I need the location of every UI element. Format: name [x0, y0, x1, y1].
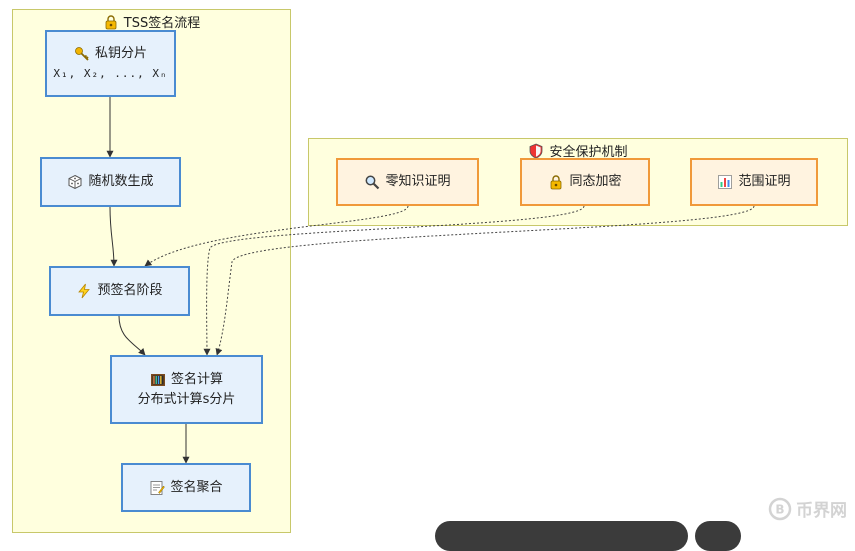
zk-label: 零知识证明 — [385, 174, 451, 189]
edge-range-compute — [215, 205, 755, 356]
lightning-icon — [78, 283, 91, 299]
magnifier-icon — [366, 175, 380, 190]
key-icon — [75, 46, 89, 61]
node-signature-aggregate[interactable]: 签名聚合 — [121, 463, 251, 512]
edge-zk-presign — [144, 205, 409, 267]
bar-chart-icon — [718, 175, 733, 189]
node-range-proof[interactable]: 范围证明 — [690, 158, 818, 206]
watermark: B 币界网 — [768, 496, 847, 521]
cluster-title-security: 安全保护机制 — [549, 145, 628, 160]
shield-icon — [530, 143, 543, 158]
dice-icon — [68, 174, 82, 190]
node-homomorphic-encryption[interactable]: 同态加密 — [520, 158, 650, 206]
aggregate-label: 签名聚合 — [170, 479, 223, 495]
presign-label: 预签名阶段 — [97, 283, 163, 298]
bottom-round-button[interactable] — [695, 521, 741, 551]
memo-icon — [151, 480, 166, 495]
svg-text:B: B — [775, 502, 784, 516]
compute-label: 签名计算 — [170, 371, 223, 387]
node-signature-compute[interactable]: 签名计算 分布式计算s分片 — [110, 355, 263, 424]
edge-presign-compute — [118, 315, 146, 356]
random-label: 随机数生成 — [88, 174, 154, 189]
node-presign-phase[interactable]: 预签名阶段 — [49, 266, 190, 316]
node-random-generation[interactable]: 随机数生成 — [40, 157, 181, 207]
diagram-edges — [106, 97, 755, 464]
edge-homomorphic-compute — [203, 205, 585, 356]
edge-random-presign — [109, 206, 118, 267]
node-private-key-shares[interactable]: 私钥分片 X₁, X₂, ..., Xₙ — [45, 30, 176, 97]
bottom-bar[interactable] — [435, 521, 688, 551]
lock-key-icon — [105, 14, 117, 29]
range-label: 范围证明 — [738, 174, 791, 189]
abacus-icon — [150, 373, 165, 386]
lock-icon — [551, 175, 562, 190]
homomorphic-label: 同态加密 — [569, 174, 622, 189]
private-key-label: 私钥分片 — [94, 45, 147, 61]
compute-sub: 分布式计算s分片 — [137, 391, 236, 407]
private-key-sub: X₁, X₂, ..., Xₙ — [53, 66, 168, 80]
cluster-title-tss: TSS签名流程 — [123, 16, 201, 31]
watermark-text: 币界网 — [796, 501, 847, 521]
coin-logo-icon: B — [768, 497, 792, 520]
node-zero-knowledge-proof[interactable]: 零知识证明 — [336, 158, 479, 206]
